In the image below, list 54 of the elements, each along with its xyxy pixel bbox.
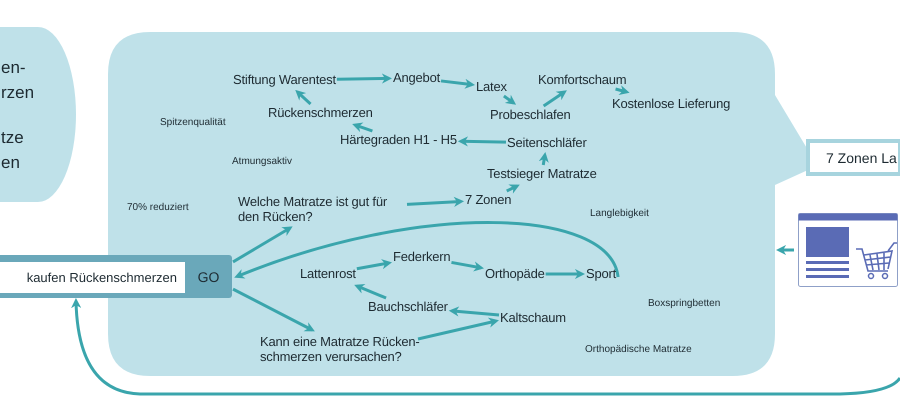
bubble-text: tze en [0, 126, 25, 174]
keyword-label: Spitzenqualität [160, 117, 226, 128]
keyword-text: Stiftung Warentest [233, 72, 336, 88]
keyword-label: Orthopädische Matratze [585, 344, 692, 355]
keyword-text: Kaltschaum [500, 310, 566, 326]
arrow [356, 259, 392, 270]
arrow [542, 90, 567, 108]
keyword-text: Orthopäde [485, 266, 545, 282]
question-text: Welche Matratze ist gut für den Rücken? [238, 194, 406, 224]
keyword-text: Angebot [393, 70, 440, 86]
keyword-label: 70% reduziert [127, 202, 189, 213]
speech-bubble [0, 27, 76, 202]
keyword-text: Bauchschläfer [368, 299, 448, 315]
arrow [538, 152, 549, 166]
keyword-text: Härtegraden H1 - H5 [340, 132, 457, 148]
go-button: GO [185, 255, 232, 298]
arrow [448, 306, 500, 317]
keyword-text: 7 Zonen [465, 192, 512, 208]
keyword-text: Komfortschaum [538, 72, 626, 88]
keyword-text: Lattenrost [300, 266, 356, 282]
arrow [440, 78, 476, 89]
arrow [234, 221, 620, 279]
search-term-box: 7 Zonen La [806, 139, 900, 176]
keyword-text: Federkern [393, 249, 450, 265]
arrow [506, 184, 520, 194]
keyword-text: Sport [586, 266, 616, 282]
arrow [451, 260, 484, 272]
arrow [418, 318, 499, 340]
arrow [352, 122, 373, 132]
arrow [458, 136, 506, 146]
keyword-text: Probeschlafen [490, 107, 571, 123]
keyword-text: Rückenschmerzen [268, 105, 373, 121]
arrow [354, 284, 387, 300]
bubble-text: en- rzen [0, 56, 36, 104]
question-text: Kann eine Matratze Rücken- schmerzen verursachen? [260, 334, 438, 364]
arrow [615, 85, 630, 96]
keyword-label: Langlebigkeit [590, 208, 649, 219]
arrow [295, 90, 312, 106]
arrow [232, 288, 315, 332]
arrow [406, 196, 464, 207]
keyword-text: Kostenlose Lieferung [612, 96, 730, 112]
online-shop-drawing [798, 213, 898, 287]
keyword-label: Boxspringbetten [648, 298, 720, 309]
arrow [336, 73, 392, 84]
search-field: kaufen Rückenschmerzen [0, 262, 185, 293]
arrow [71, 298, 900, 396]
arrow [546, 268, 586, 280]
keyword-text: Latex [476, 79, 507, 95]
arrow [503, 94, 516, 105]
keyword-text: Seitenschläfer [507, 135, 587, 151]
keyword-text: Testsieger Matratze [487, 166, 597, 182]
keyword-label: Atmungsaktiv [232, 156, 292, 167]
arrow [776, 244, 794, 256]
arrow [232, 226, 293, 264]
